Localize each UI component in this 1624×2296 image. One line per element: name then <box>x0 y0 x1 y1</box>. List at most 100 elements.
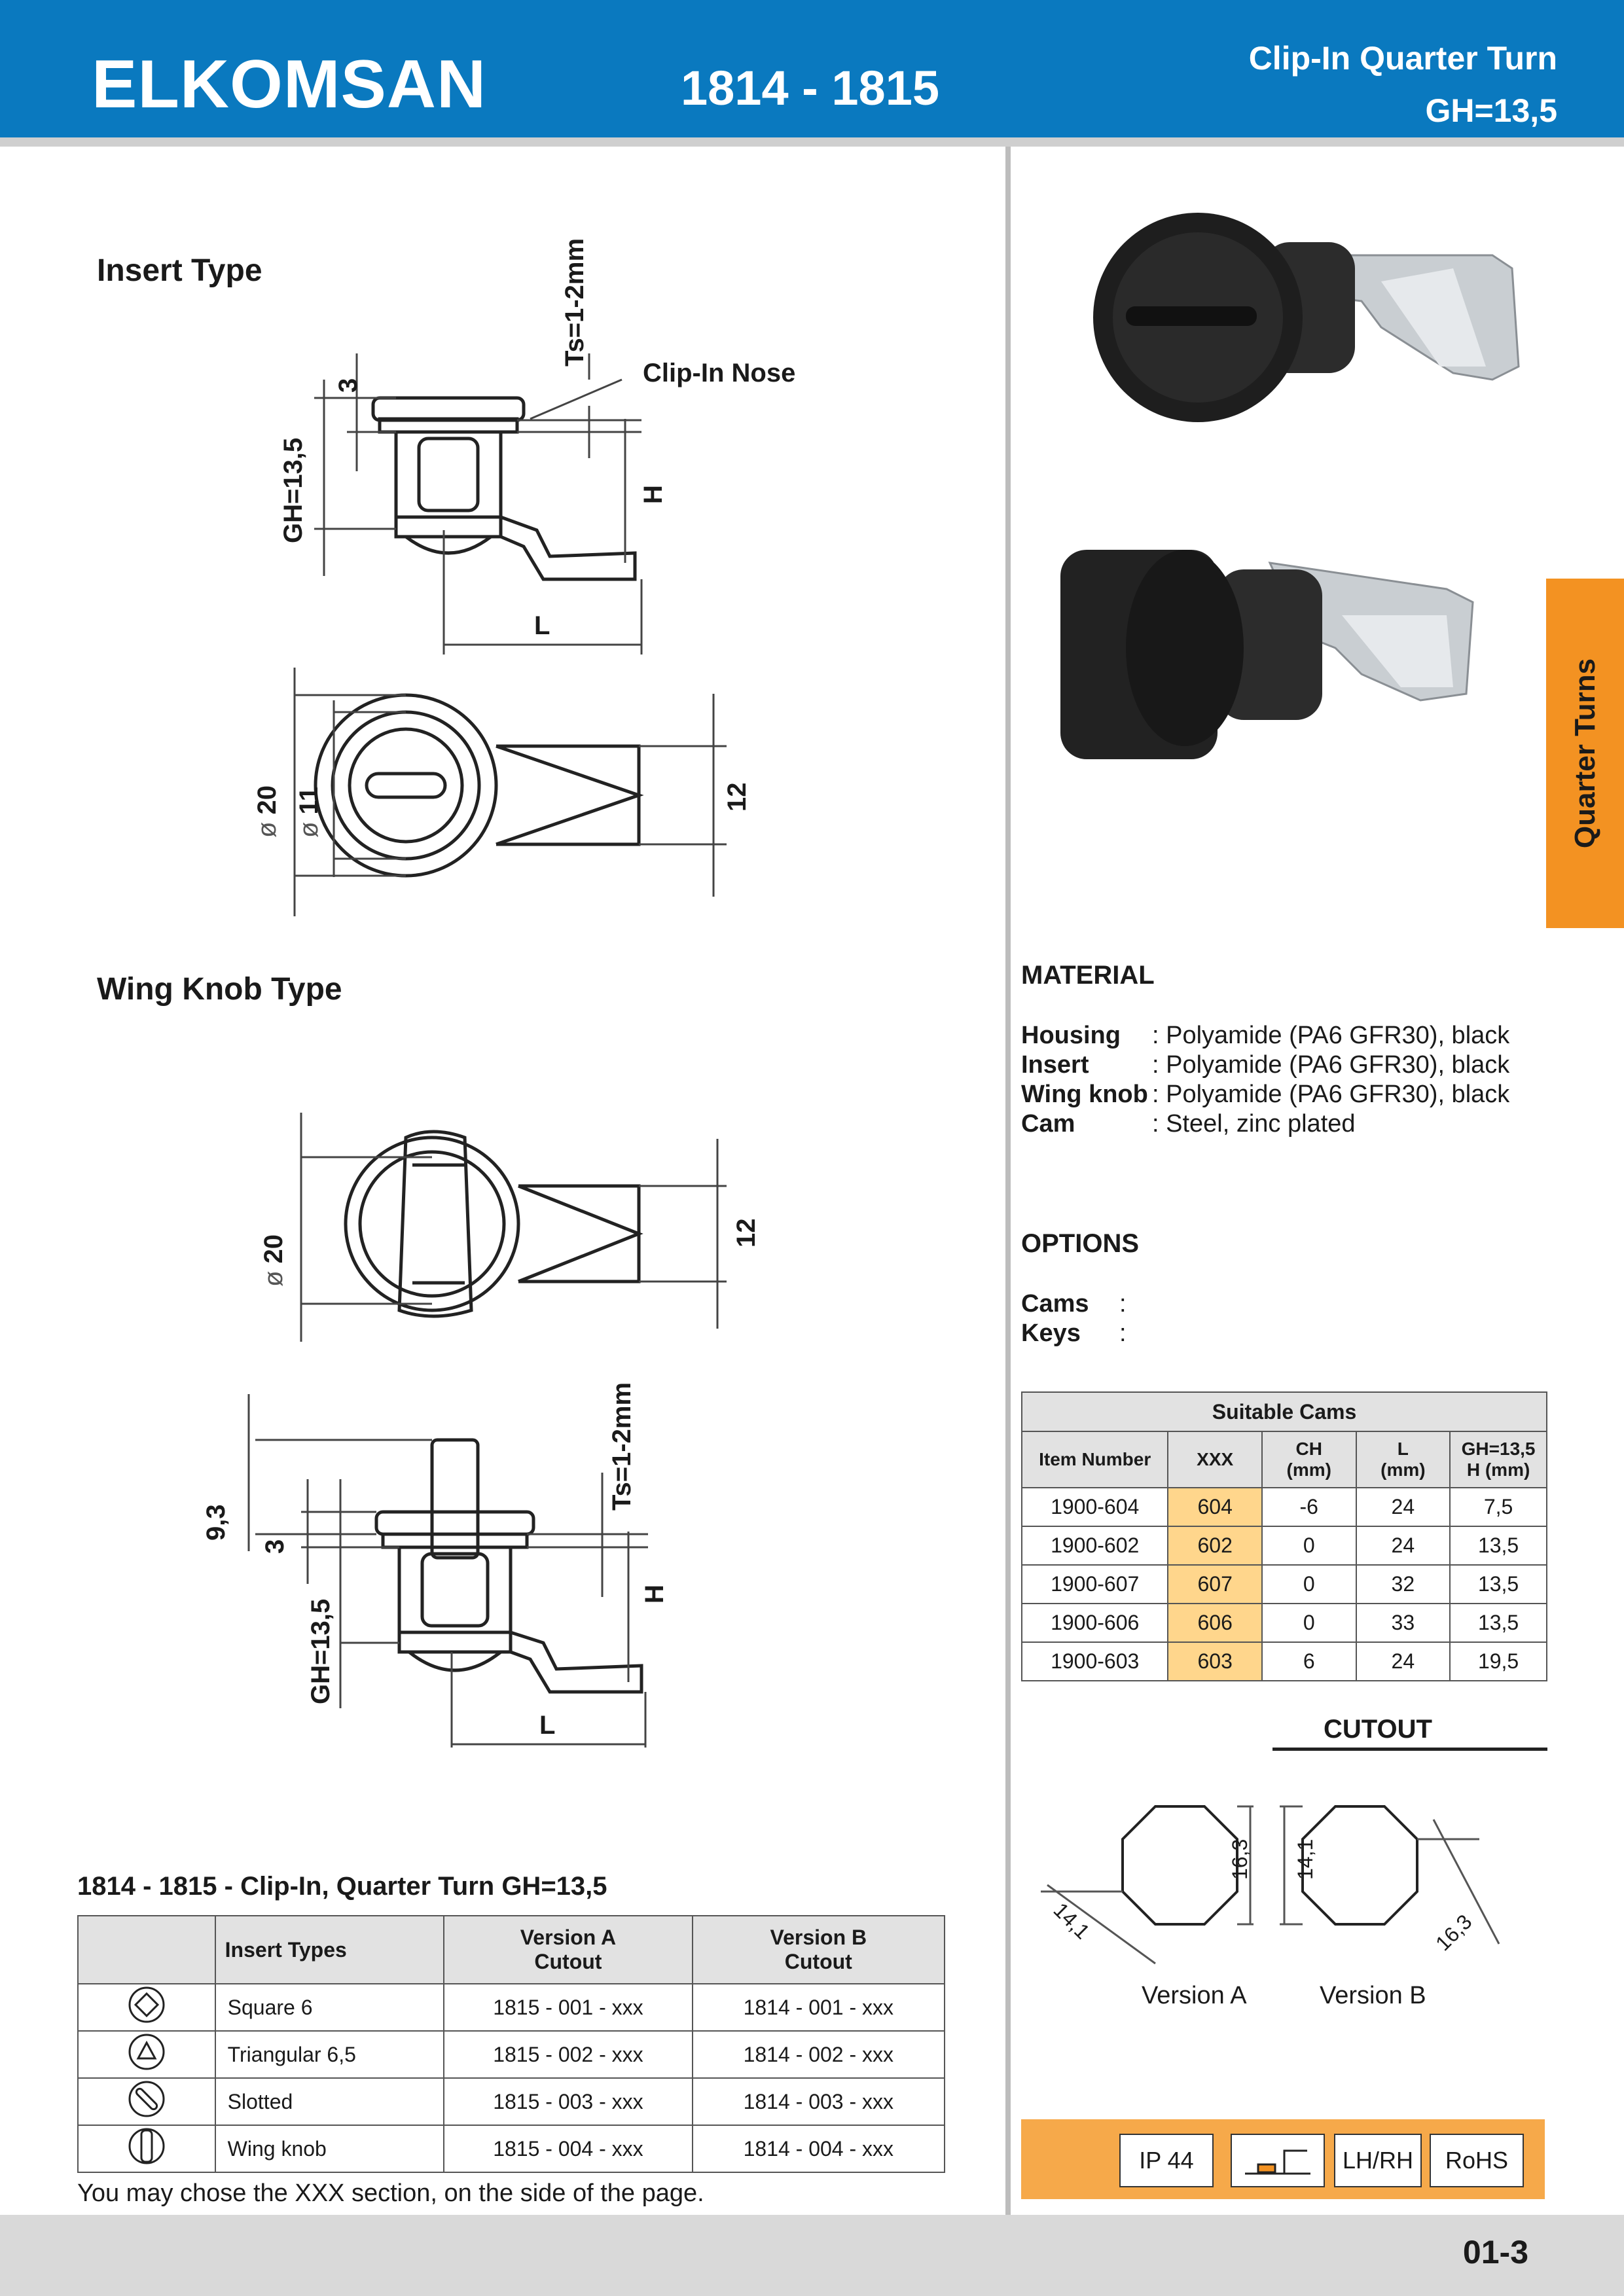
insert-type-title: Insert Type <box>97 253 262 288</box>
column-divider <box>1005 147 1011 2215</box>
table-row: Slotted 1815 - 003 - xxx 1814 - 003 - xx… <box>77 2077 946 2126</box>
cam-xxx-cell: 606 <box>1167 1603 1263 1643</box>
side-tab-quarter-turns[interactable]: Quarter Turns <box>1546 579 1624 928</box>
xxx-note: You may chose the XXX section, on the si… <box>77 2179 704 2207</box>
square-insert-icon <box>77 1983 216 2032</box>
wing-knob-top-view <box>300 1113 727 1342</box>
model-number: 1814 - 1815 <box>681 61 940 115</box>
brand-name: ELKOMSAN <box>92 46 487 122</box>
cutout-version-a-drawing <box>1041 1805 1254 1965</box>
table-row: 1900-607 607 0 32 13,5 <box>1020 1564 1547 1604</box>
dim-dia-11: ø 11 <box>295 787 323 838</box>
cams-header-h: GH=13,5 H (mm) <box>1449 1431 1547 1488</box>
table-row: Wing knob 1815 - 004 - xxx 1814 - 004 - … <box>77 2125 946 2173</box>
clip-in-nose-label: Clip-In Nose <box>643 359 796 387</box>
dim-3: 3 <box>334 378 363 393</box>
cam-ch-cell: 0 <box>1261 1603 1357 1643</box>
cutout-b-dim-1: 14,1 <box>1293 1839 1317 1880</box>
table-row: Square 6 1815 - 001 - xxx 1814 - 001 - x… <box>77 1983 946 2032</box>
material-row-wing-knob: Wing knob: Polyamide (PA6 GFR30), black <box>1021 1081 1510 1108</box>
version-a-cell: 1815 - 001 - xxx <box>443 1983 693 2032</box>
product-header-type: Insert Types <box>214 1915 445 1984</box>
page-number: 01-3 <box>1462 2234 1528 2270</box>
dim-12: 12 <box>723 782 751 812</box>
version-b-cell: 1814 - 004 - xxx <box>691 2125 946 2173</box>
option-row-keys: Keys: <box>1021 1319 1127 1347</box>
dim-gh: GH=13,5 <box>279 437 308 543</box>
cam-l-cell: 24 <box>1355 1487 1451 1527</box>
dim-dia-20: ø 20 <box>253 785 281 838</box>
table-row: 1900-603 603 6 24 19,5 <box>1020 1641 1547 1681</box>
material-list: Housing: Polyamide (PA6 GFR30), black In… <box>1021 1021 1509 1139</box>
dim-l: L <box>534 611 550 640</box>
wing-dim-9-3: 9,3 <box>202 1504 230 1541</box>
cam-l-cell: 24 <box>1355 1526 1451 1566</box>
table-row: 1900-604 604 -6 24 7,5 <box>1020 1487 1547 1527</box>
triangle-insert-icon <box>77 2030 216 2079</box>
version-a-cell: 1815 - 003 - xxx <box>443 2077 693 2126</box>
cam-ch-cell: 6 <box>1261 1641 1357 1681</box>
slotted-insert-icon <box>77 2077 216 2126</box>
cams-header-l: L (mm) <box>1355 1431 1451 1488</box>
wing-dim-3: 3 <box>261 1539 289 1554</box>
insert-type-top-view <box>293 668 727 916</box>
badge-ip44: IP 44 <box>1119 2134 1214 2187</box>
page-header <box>0 0 1624 137</box>
product-header-version-a: Version A Cutout <box>443 1915 693 1984</box>
insert-type-cell: Triangular 6,5 <box>214 2030 445 2079</box>
cam-ch-cell: 0 <box>1261 1564 1357 1604</box>
insert-type-side-view <box>314 353 643 655</box>
product-header-icon <box>77 1915 216 1984</box>
dim-ts: Ts=1-2mm <box>560 238 589 367</box>
table-row: Triangular 6,5 1815 - 002 - xxx 1814 - 0… <box>77 2030 946 2079</box>
material-heading: MATERIAL <box>1021 961 1155 990</box>
side-tab-label: Quarter Turns <box>1568 658 1601 849</box>
product-subtitle: Clip-In Quarter Turn <box>1248 40 1557 77</box>
cutout-version-b-label: Version B <box>1320 1982 1426 2009</box>
version-b-cell: 1814 - 002 - xxx <box>691 2030 946 2079</box>
suitable-cams-table: Suitable Cams Item Number XXX CH (mm) L … <box>1020 1391 1547 1681</box>
wing-dim-h: H <box>640 1585 669 1604</box>
cam-l-cell: 24 <box>1355 1641 1451 1681</box>
cam-xxx-cell: 607 <box>1167 1564 1263 1604</box>
cam-xxx-cell: 603 <box>1167 1641 1263 1681</box>
material-row-cam: Cam: Steel, zinc plated <box>1021 1110 1356 1138</box>
cam-ch-cell: -6 <box>1261 1487 1357 1527</box>
options-heading: OPTIONS <box>1021 1229 1140 1258</box>
cam-item-cell: 1900-606 <box>1020 1603 1169 1643</box>
cam-l-cell: 32 <box>1355 1564 1451 1604</box>
cutout-version-b-drawing <box>1280 1805 1500 1945</box>
version-b-cell: 1814 - 003 - xxx <box>691 2077 946 2126</box>
material-row-housing: Housing: Polyamide (PA6 GFR30), black <box>1021 1022 1510 1049</box>
cams-table-title: Suitable Cams <box>1021 1391 1547 1432</box>
options-list: Cams: Keys: <box>1021 1289 1127 1348</box>
cam-h-cell: 13,5 <box>1449 1564 1547 1604</box>
cam-item-cell: 1900-607 <box>1020 1564 1169 1604</box>
version-a-cell: 1815 - 004 - xxx <box>443 2125 693 2173</box>
cam-l-cell: 33 <box>1355 1603 1451 1643</box>
wing-knob-side-view <box>247 1394 648 1748</box>
cams-header-ch: CH (mm) <box>1261 1431 1357 1488</box>
wing-dim-ts: Ts=1-2mm <box>607 1382 636 1511</box>
cutout-version-a-label: Version A <box>1142 1982 1247 2009</box>
version-b-cell: 1814 - 001 - xxx <box>691 1983 946 2032</box>
cam-h-cell: 7,5 <box>1449 1487 1547 1527</box>
cam-item-cell: 1900-602 <box>1020 1526 1169 1566</box>
version-a-cell: 1815 - 002 - xxx <box>443 2030 693 2079</box>
cam-h-cell: 19,5 <box>1449 1641 1547 1681</box>
wing-knob-icon <box>77 2125 216 2173</box>
cam-ch-cell: 0 <box>1261 1526 1357 1566</box>
cutout-a-dim-1: 16,3 <box>1228 1839 1252 1880</box>
panel-mount-icon <box>1231 2134 1325 2187</box>
cam-h-cell: 13,5 <box>1449 1603 1547 1643</box>
cams-header-item: Item Number <box>1020 1431 1169 1488</box>
cam-h-cell: 13,5 <box>1449 1526 1547 1566</box>
wing-dim-l: L <box>539 1711 556 1740</box>
cams-header-xxx: XXX <box>1167 1431 1263 1488</box>
insert-type-cell: Slotted <box>214 2077 445 2126</box>
cutout-underline <box>1272 1748 1547 1751</box>
badge-rohs: RoHS <box>1430 2134 1524 2187</box>
product-table-title: 1814 - 1815 - Clip-In, Quarter Turn GH=1… <box>77 1872 607 1901</box>
feature-badges: IP 44 LH/RH RoHS <box>1021 2119 1545 2199</box>
product-photo-wing-knob <box>1060 550 1474 759</box>
